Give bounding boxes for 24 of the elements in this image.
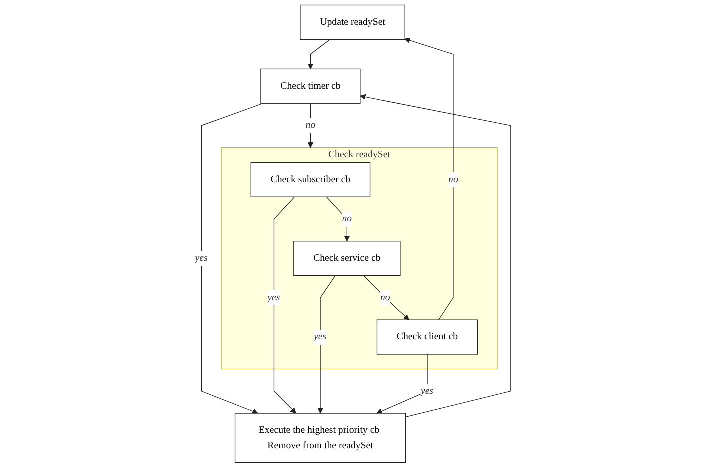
arrow (318, 275, 336, 414)
edge-label: no (342, 214, 352, 224)
edge-label: no (380, 292, 390, 304)
arrow (404, 38, 454, 320)
edge-label: yes (314, 332, 327, 342)
node-box: Check client cb (376, 320, 478, 355)
arrow (360, 94, 511, 418)
arrow (202, 103, 264, 414)
edge-label: yes (195, 253, 208, 264)
arrow (274, 196, 296, 414)
edge-label: no (306, 120, 316, 131)
node-box: Check service cb (294, 241, 401, 276)
node-box: Check subscriber cb (250, 162, 371, 198)
arrow (308, 39, 331, 70)
node-box: Check timer cb (260, 68, 361, 104)
node-box: Execute the highest priority cb Remove from the readySet (235, 413, 406, 464)
arrow (376, 354, 428, 414)
edge-label: yes (268, 292, 280, 304)
edge-label: yes (421, 386, 434, 396)
arrow (326, 196, 350, 242)
node-box: Update readySet (300, 4, 406, 40)
edge-label: no (448, 174, 458, 185)
arrow (364, 275, 410, 320)
arrow (308, 103, 314, 148)
